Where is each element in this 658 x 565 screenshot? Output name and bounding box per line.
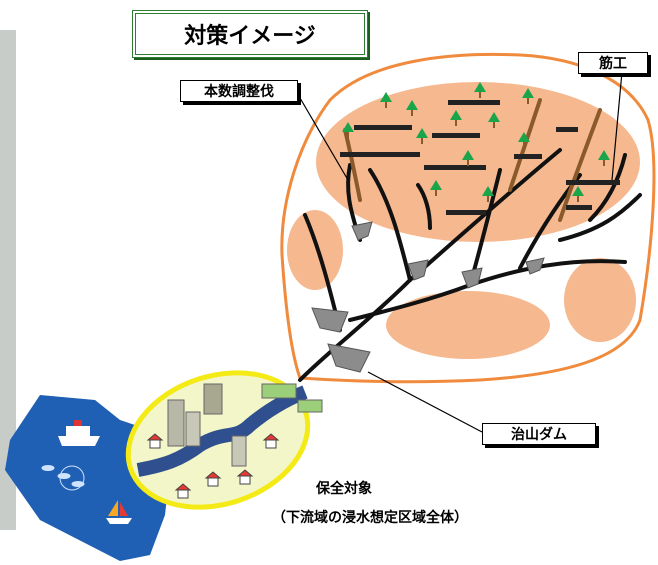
leader-lines [299, 71, 623, 433]
river-downstream [136, 385, 308, 477]
terrace-logs [340, 100, 620, 215]
ship-icon [58, 420, 100, 446]
background-photo-strip [0, 30, 16, 530]
tree-icon [342, 82, 610, 202]
building-icon [167, 383, 323, 467]
sailboat-icon [106, 500, 132, 524]
caption-protection-target: 保全対象 [316, 481, 372, 497]
label-thinning: 本数調整伐 [180, 80, 298, 102]
fish-icon [41, 465, 85, 491]
caption-protection-detail: （下流域の浸水想定区域全体） [272, 510, 468, 526]
house-icon [146, 433, 280, 499]
dam-icon [311, 221, 545, 373]
label-terracing: 筋工 [578, 52, 648, 74]
page-title: 対策イメージ [132, 10, 368, 58]
label-check-dam: 治山ダム [482, 423, 596, 445]
